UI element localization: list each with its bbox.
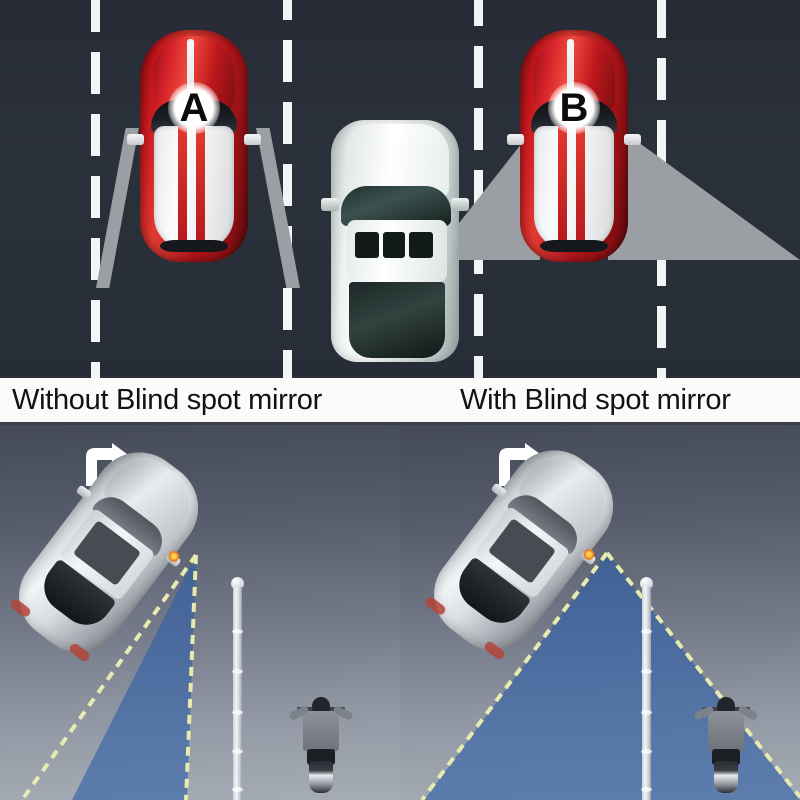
car-a-mirror-left: [127, 134, 144, 145]
motorcyclist-left-helmet: [312, 697, 330, 714]
car-b-rear-window: [540, 240, 608, 252]
car-b-mirror-left: [507, 134, 524, 145]
bollard-right-ring-3: [641, 710, 652, 715]
car-a-roof: [154, 126, 234, 250]
bollard-right-ring-5: [641, 787, 652, 792]
right-turn-comparison: [0, 425, 800, 800]
bollard-right-ball: [640, 577, 653, 590]
van-mirror-left: [321, 198, 339, 211]
car-a-stripe-2: [196, 126, 205, 250]
car-b-stripe-2: [576, 126, 585, 250]
caption-with-mirror: With Blind spot mirror: [460, 384, 731, 416]
motorcyclist-left-torso: [303, 711, 339, 751]
sight-lines-right: [420, 551, 800, 800]
caption-without-mirror: Without Blind spot mirror: [12, 384, 322, 416]
motorcyclist-right: [693, 697, 759, 793]
car-b-roof: [534, 126, 614, 250]
car-a-hood-stripe: [187, 39, 194, 119]
lane-line-3: [474, 0, 483, 378]
scene-without-mirror: [0, 425, 400, 800]
car-b-stripe-1: [558, 126, 567, 250]
view-cone-narrow: [72, 555, 196, 800]
view-cone-wide: [424, 553, 800, 800]
motorcycle-left: [309, 761, 333, 793]
van-window-left: [355, 232, 379, 258]
bollard-right-ring-4: [641, 749, 652, 754]
lane-line-2: [283, 0, 292, 378]
van-windshield: [341, 186, 451, 226]
car-b-mirror-right: [624, 134, 641, 145]
motorcyclist-right-torso: [708, 711, 744, 751]
turn-right-arrow-icon: [86, 443, 127, 486]
overhead-car-b: B: [507, 30, 641, 262]
van-window-mid: [383, 232, 405, 258]
turn-right-arrow-icon: [499, 443, 540, 486]
van-mirror-right: [451, 198, 469, 211]
car-a-label: A: [168, 82, 220, 134]
van-roof: [345, 124, 449, 198]
car-b-hood: [533, 36, 615, 119]
car-a-rear-window: [160, 240, 228, 252]
overhead-white-van: [321, 120, 469, 362]
bollard-left: [231, 577, 244, 800]
sight-lines-left: [20, 553, 198, 800]
bollard-left-ring-3: [232, 710, 243, 715]
car-b-hood-stripe: [567, 39, 574, 119]
scene-with-mirror: [400, 425, 800, 800]
caption-band: Without Blind spot mirror With Blind spo…: [0, 378, 800, 425]
bollard-right-ring-2: [641, 669, 652, 674]
bollard-left-ring-5: [232, 787, 243, 792]
lane-line-1: [91, 0, 100, 378]
car-a-stripe-1: [178, 126, 187, 250]
van-rear-section: [349, 282, 445, 358]
overhead-road-scene: A: [0, 0, 800, 378]
bollard-right-ring-1: [641, 629, 652, 634]
bollard-left-ring-1: [232, 629, 243, 634]
car-a-mirror-right: [244, 134, 261, 145]
van-window-right: [409, 232, 433, 258]
bollard-left-ring-2: [232, 669, 243, 674]
bollard-right: [640, 577, 653, 800]
motorcycle-right: [714, 761, 738, 793]
overhead-car-a: A: [127, 30, 261, 262]
motorcyclist-right-helmet: [717, 697, 735, 714]
motorcyclist-left: [288, 697, 354, 793]
bollard-left-shaft: [233, 587, 242, 800]
car-b-label: B: [548, 82, 600, 134]
bollard-right-shaft: [642, 587, 651, 800]
bollard-left-ball: [231, 577, 244, 590]
bollard-left-ring-4: [232, 749, 243, 754]
